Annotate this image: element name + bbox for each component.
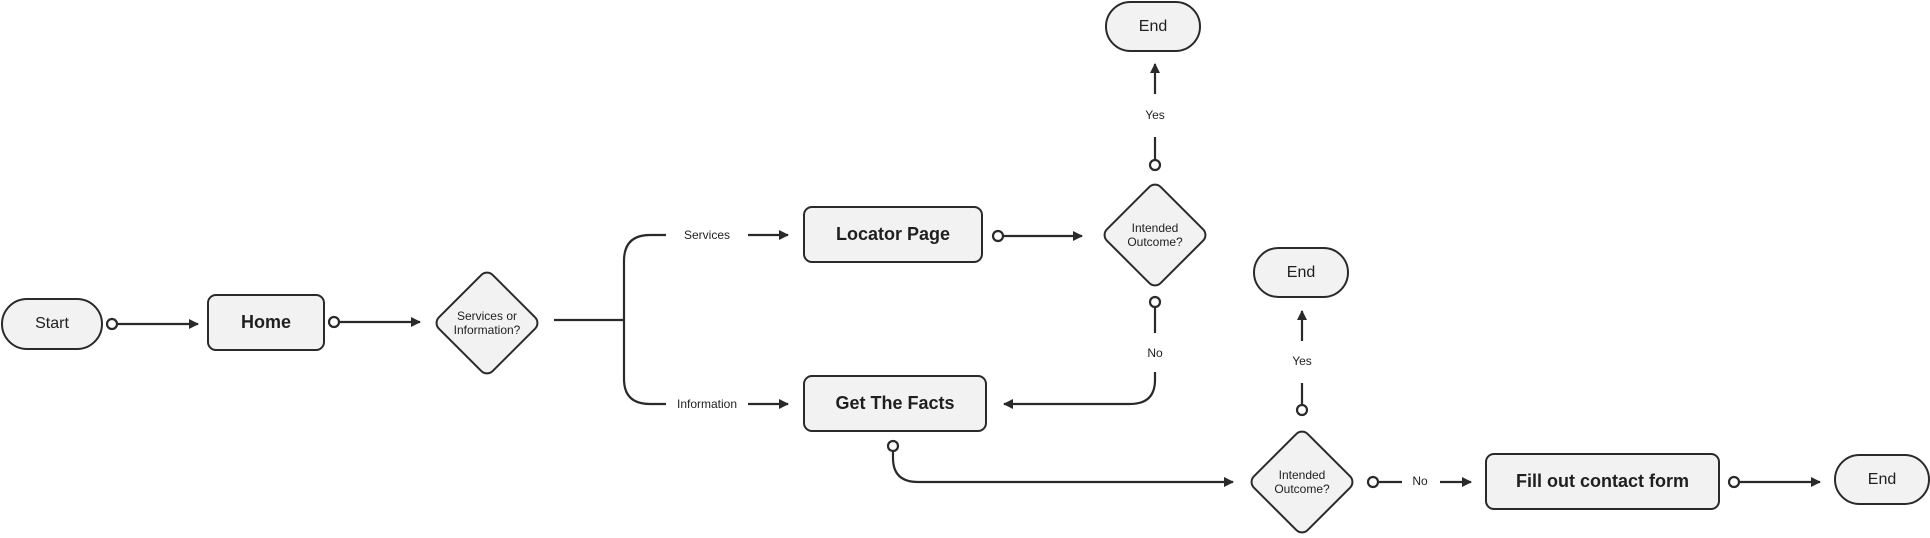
end-node-2[interactable]: End bbox=[1253, 247, 1349, 298]
end-node-1[interactable]: End bbox=[1105, 1, 1201, 52]
decision-label: Intended Outcome? bbox=[1127, 221, 1183, 249]
connector-dot bbox=[1148, 158, 1162, 172]
edge-branch-services bbox=[622, 233, 666, 406]
connector-dot bbox=[991, 229, 1005, 243]
edge-label-yes-2: Yes bbox=[1290, 354, 1314, 368]
intended-outcome-decision-2[interactable]: Intended Outcome? bbox=[1246, 426, 1358, 538]
edge-label-no-1: No bbox=[1145, 346, 1165, 360]
fill-out-contact-form-node[interactable]: Fill out contact form bbox=[1485, 453, 1720, 510]
decision-label: Services or Information? bbox=[453, 309, 521, 337]
locator-page-node[interactable]: Locator Page bbox=[803, 206, 983, 263]
start-node[interactable]: Start bbox=[1, 298, 103, 350]
edge-facts-outcome2 bbox=[891, 446, 1234, 487]
end-node-3[interactable]: End bbox=[1834, 454, 1930, 505]
decision-label: Intended Outcome? bbox=[1274, 468, 1330, 496]
home-node[interactable]: Home bbox=[207, 294, 325, 351]
connector-dot bbox=[1366, 475, 1380, 489]
services-or-information-decision[interactable]: Services or Information? bbox=[431, 267, 543, 379]
connector-dot bbox=[327, 315, 341, 329]
connector-dot bbox=[105, 317, 119, 331]
edge-label-information: Information bbox=[674, 397, 740, 411]
connector-dot bbox=[1148, 295, 1162, 309]
intended-outcome-decision-1[interactable]: Intended Outcome? bbox=[1099, 179, 1211, 291]
connector-dot bbox=[886, 439, 900, 453]
connector-dot bbox=[1295, 403, 1309, 417]
connector-dot bbox=[1727, 475, 1741, 489]
edge-label-no-2: No bbox=[1410, 474, 1430, 488]
edge-no-facts bbox=[1003, 372, 1157, 409]
edge-label-services: Services bbox=[681, 228, 733, 242]
get-the-facts-node[interactable]: Get The Facts bbox=[803, 375, 987, 432]
edge-label-yes-1: Yes bbox=[1143, 108, 1167, 122]
